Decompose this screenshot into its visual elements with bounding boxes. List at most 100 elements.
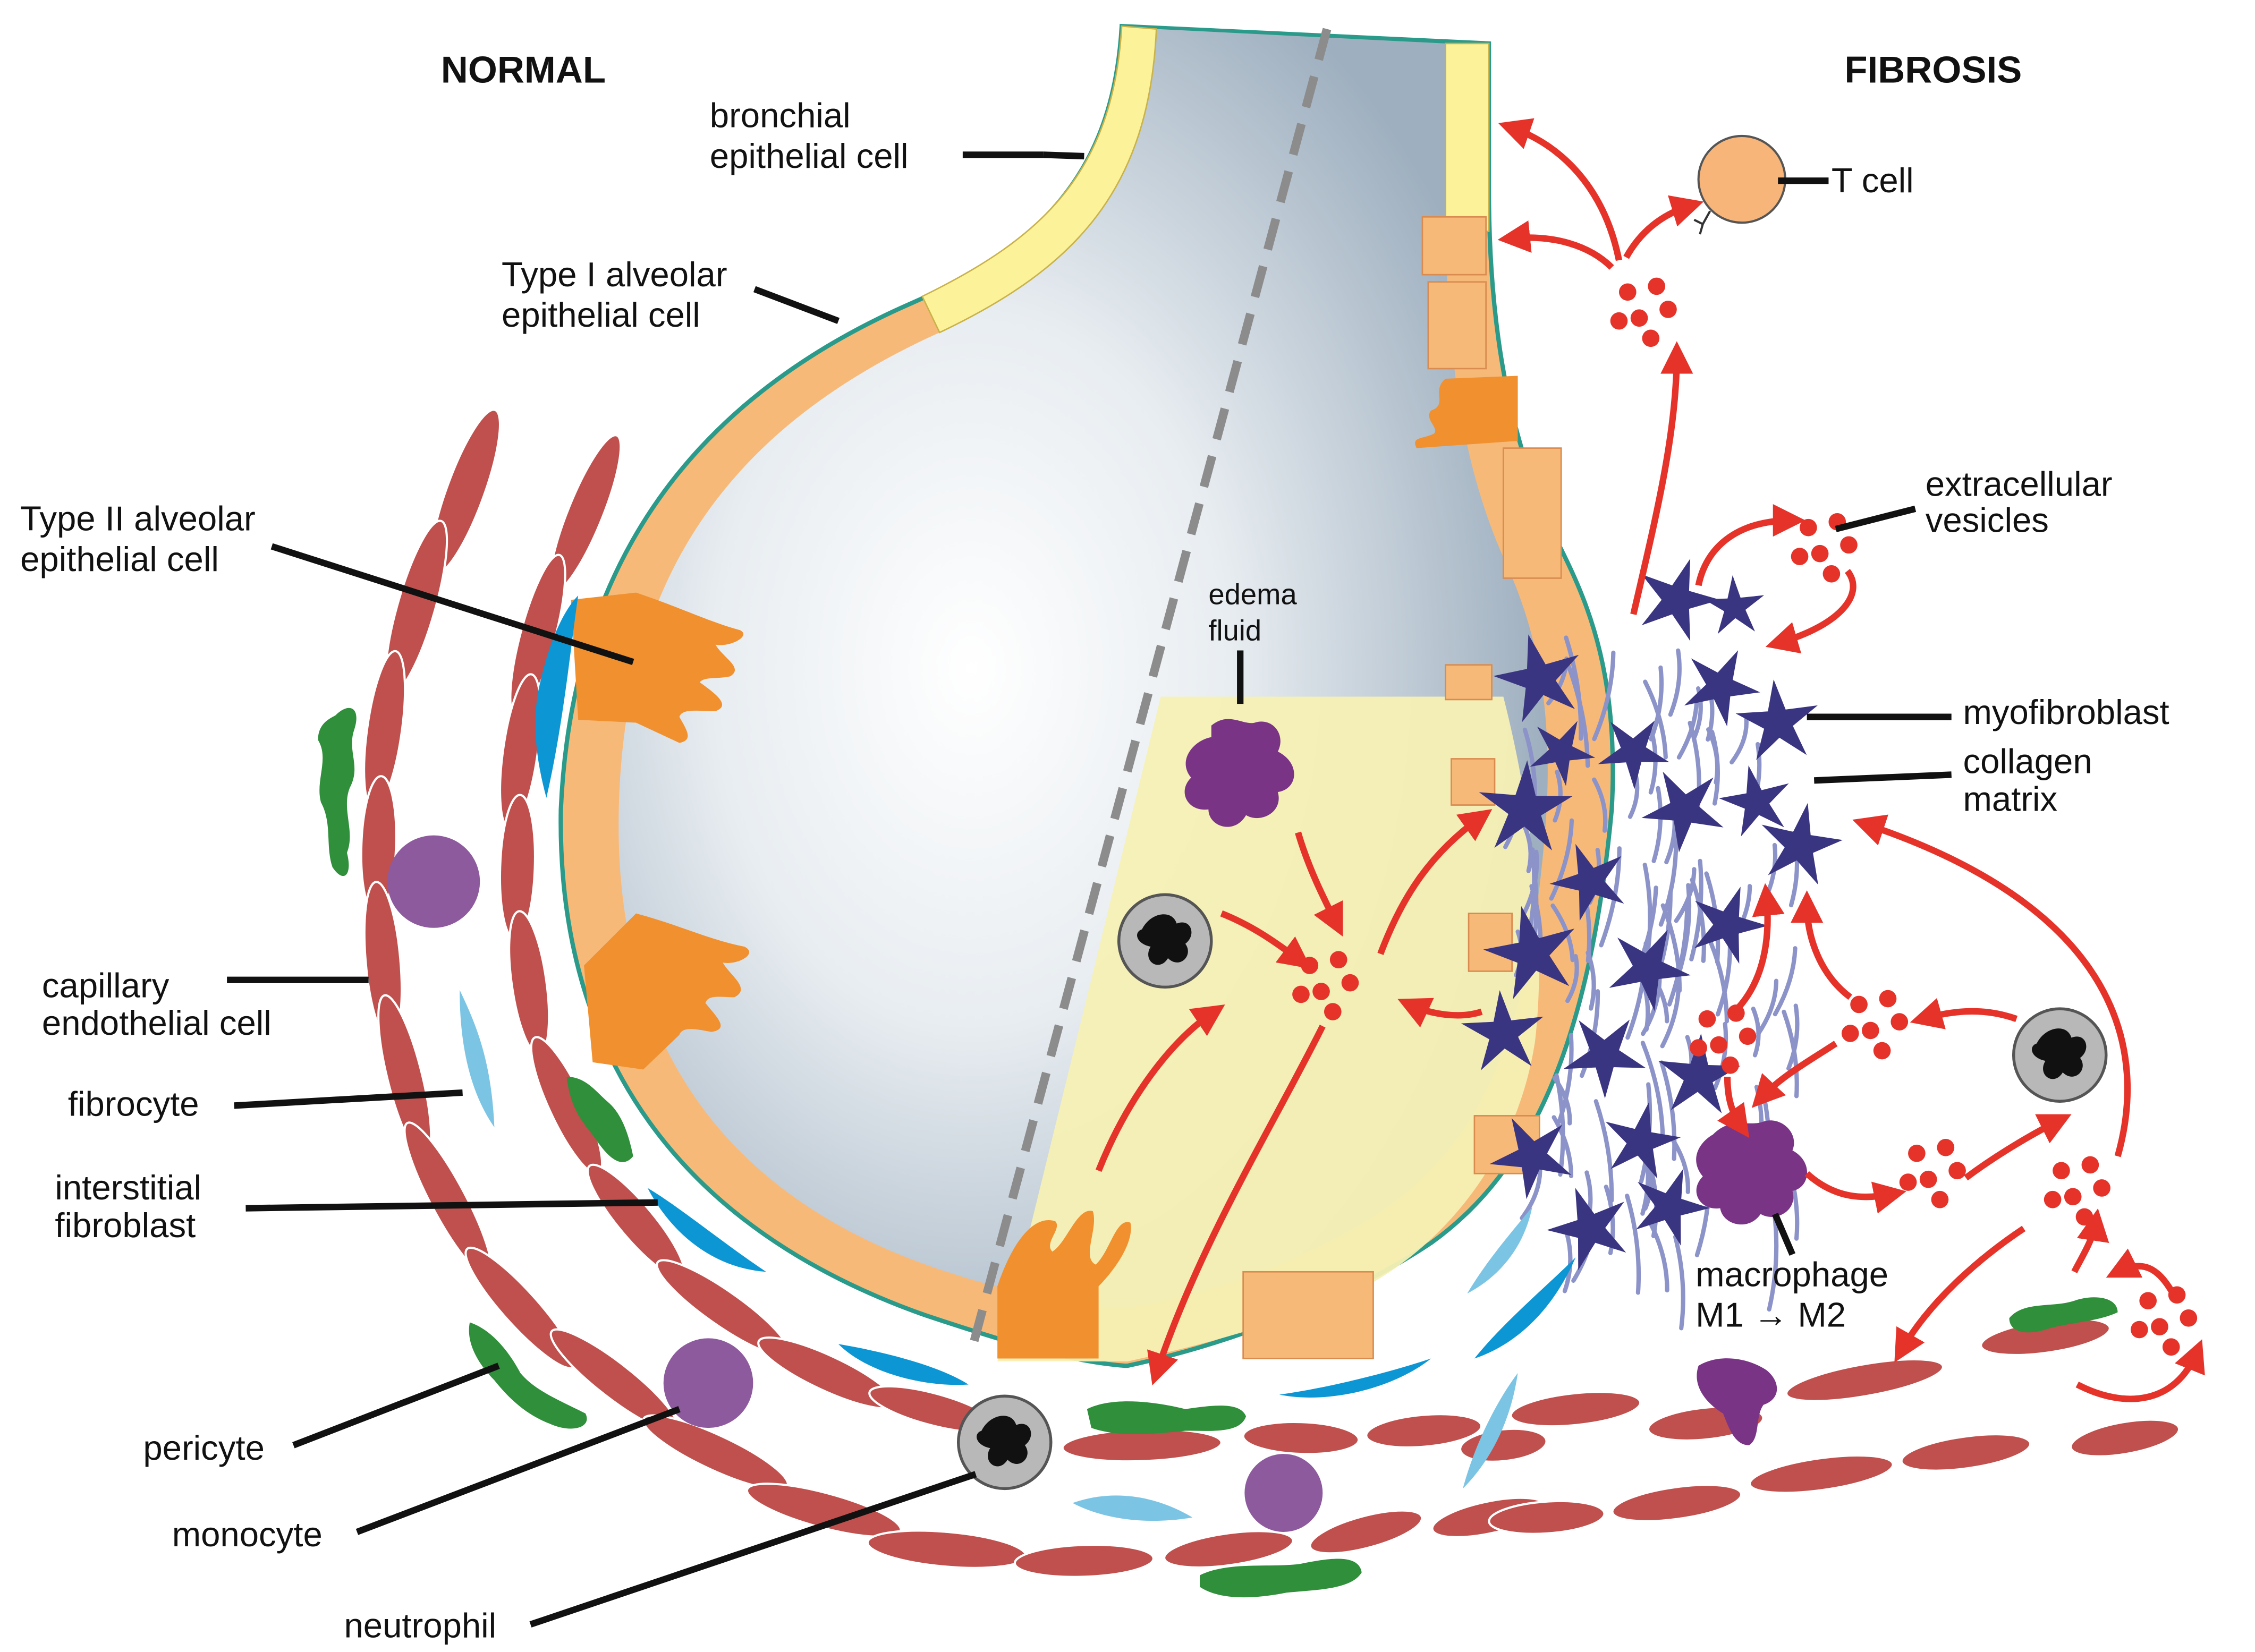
header-normal: NORMAL [441,48,606,90]
vesicle [1800,518,1817,537]
damaged-epithelium [1242,216,1562,1359]
collagen-fiber [1673,1234,1685,1331]
collagen-fiber [1668,648,1682,717]
myofibroblast [1609,930,1691,1011]
bronchial-epithelium-left [921,25,1157,334]
endothelial-cell [1242,1420,1360,1455]
edema-fluid [997,696,1539,1361]
vesicle [1879,990,1897,1008]
macrophage [1184,719,1294,827]
vesicle [2162,1338,2180,1356]
neutrophil [1117,893,1213,989]
arrow [1147,1025,1326,1385]
fibrocyte [1072,1495,1193,1521]
myofibroblast [1761,803,1843,885]
fibroblast [1279,1358,1431,1398]
collagen-fiber [1592,777,1608,833]
endothelial-cell [866,1529,1028,1569]
fibrocyte [460,990,495,1128]
vesicle [1722,1056,1739,1074]
collagen-fiber [1756,978,1779,1036]
label-monocyte: monocyte [172,1515,323,1554]
extracellular-vesicles [1292,277,2198,1356]
bronchial-epithelium-right [1445,42,1490,232]
vesicle [1292,985,1310,1003]
collagen-fiber [1562,1232,1573,1293]
vesicle [1648,277,1666,295]
collagen-fiber [1786,1003,1800,1071]
vesicle [1862,1021,1879,1040]
vesicle [1811,544,1829,563]
pericyte [318,708,357,876]
collagen-fiber [1643,679,1668,760]
fibrocytes [460,990,1532,1521]
vesicle [2075,1208,2093,1226]
pericyte [2009,1297,2118,1333]
myofibroblast [1549,844,1624,921]
fibroblast [1474,1257,1576,1359]
vesicle [1710,1036,1728,1054]
pericyte [566,1077,633,1162]
t-cell [1693,134,1786,235]
myofibroblast [1563,1019,1646,1099]
vesicle [1618,283,1637,301]
vesicle [1822,565,1841,583]
collagen-fiber [1564,635,1583,741]
arrow [1852,814,2131,1157]
type2-cell [584,913,750,1070]
fibroblast [647,1188,766,1272]
pericyte [1200,1559,1362,1598]
vesicle [1891,1013,1909,1031]
collagen-fiber [1552,1115,1574,1178]
macrophage [1696,1120,1808,1225]
endothelial-cell [508,910,550,1055]
monocyte [1244,1454,1323,1532]
endothelial-cell [2070,1418,2181,1458]
collagen-fiber [1625,1194,1641,1295]
label-interstitial: interstitial fibroblast [55,1168,211,1245]
vesicle [1341,974,1359,992]
text-labels: NORMAL FIBROSIS bronchial epithelial cel… [20,48,2169,1645]
vesicle [1908,1144,1926,1162]
collagen-fiber [1586,950,1596,1011]
vesicle [1931,1190,1949,1208]
endothelial-cell [1785,1358,1944,1402]
vesicle [2151,1318,2168,1335]
endothelial-cell [1510,1391,1642,1428]
label-capillary: capillary endothelial cell [42,966,272,1042]
label-fibrocyte: fibrocyte [68,1084,199,1123]
collagen-fiber [1553,769,1563,823]
interstitial-fibroblasts [535,595,1576,1398]
arrow [1717,1077,1750,1138]
t-cell-body [1697,134,1786,224]
collagen-fiber [1565,954,1579,1003]
arrow [2106,1248,2178,1300]
myofibroblast [1641,558,1720,641]
vesicle [1919,1170,1937,1188]
header-fibrosis: FIBROSIS [1844,48,2022,90]
vesicle [2064,1188,2082,1206]
collagen-fiber [1651,786,1663,863]
myofibroblast [1641,771,1724,853]
myofibroblast [1489,1118,1572,1199]
vesicle [1739,1027,1757,1045]
monocyte [663,1338,753,1428]
arrow [1804,1171,1906,1214]
label-edema: edema fluid [1208,578,1304,646]
vesicle [1659,301,1677,318]
vesicle [1841,1025,1859,1042]
arrow [1910,998,2018,1029]
myofibroblast [1461,990,1544,1071]
endothelial-cell [1013,1544,1155,1578]
collagen-fiber [1649,665,1664,742]
myofibroblast [1694,887,1768,964]
vesicle [1948,1162,1966,1180]
arrow [1377,809,1493,955]
endothelial-cell [1488,1500,1606,1535]
vesicle [1850,995,1868,1014]
vesicle [1698,1010,1716,1028]
myofibroblast [1605,1102,1681,1179]
collagen-fiber [1659,1060,1677,1161]
endothelial-cell [1309,1509,1423,1555]
